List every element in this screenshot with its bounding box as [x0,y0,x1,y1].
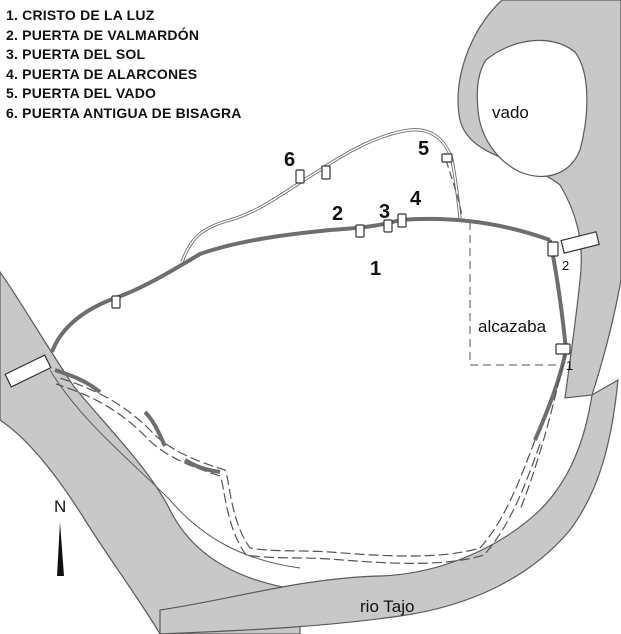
east-dashed-wall [519,349,567,511]
gate-marker-5 [441,153,453,163]
gate-label-6: 6 [284,149,295,171]
southwest-wall-fragment-3 [183,458,221,474]
river-label: rio Tajo [360,597,415,616]
river-west-inner [49,369,301,569]
gate-marker-2 [355,224,365,238]
legend-item-3: 3. PUERTA DEL SOL [6,46,146,62]
south-dashed-wall [59,377,536,557]
south-dashed-wall-outer [55,383,541,564]
gate-marker-bridge2 [547,241,559,257]
legend-item-1: 1. CRISTO DE LA LUZ [6,7,155,23]
gate-marker-nw [111,295,121,309]
gate-marker-4 [397,213,407,228]
alcazaba-outline [469,222,562,366]
gate-marker-3 [383,219,393,233]
gate-label-2: 2 [332,203,343,225]
legend: 1. CRISTO DE LA LUZ 2. PUERTA DE VALMARD… [6,6,242,123]
gate-label-1: 1 [370,258,381,280]
north-arrow-icon [57,522,64,576]
alcazaba-label: alcazaba [478,317,547,336]
north-label: N [54,497,66,516]
gate-marker-bridge1 [555,343,571,355]
bridge-tag-2: 2 [562,258,569,273]
bridge-west [4,354,52,388]
vado-label: vado [492,103,529,122]
gate-markers [111,153,571,355]
legend-item-2: 2. PUERTA DE VALMARDÓN [6,26,200,43]
vado-link-wall [445,159,463,219]
legend-item-6: 6. PUERTA ANTIGUA DE BISAGRA [6,104,242,121]
gate-marker-6 [295,169,305,184]
gate-label-5: 5 [418,138,429,160]
river-west-branch [0,270,301,634]
southwest-wall-fragment-1 [54,368,102,394]
gate-label-3: 3 [379,201,390,223]
main-north-wall [50,216,551,353]
legend-item-5: 5. PUERTA DEL VADO [6,85,157,101]
southwest-wall-fragment-2 [143,410,167,447]
gate-label-4: 4 [410,188,422,210]
legend-item-4: 4. PUERTA DE ALARCONES [6,65,198,82]
gate-marker-6b [321,165,331,180]
river-south [159,378,619,634]
vado-island [476,39,588,177]
bridge-tag-1: 1 [566,358,573,373]
bridge-east [560,231,600,254]
